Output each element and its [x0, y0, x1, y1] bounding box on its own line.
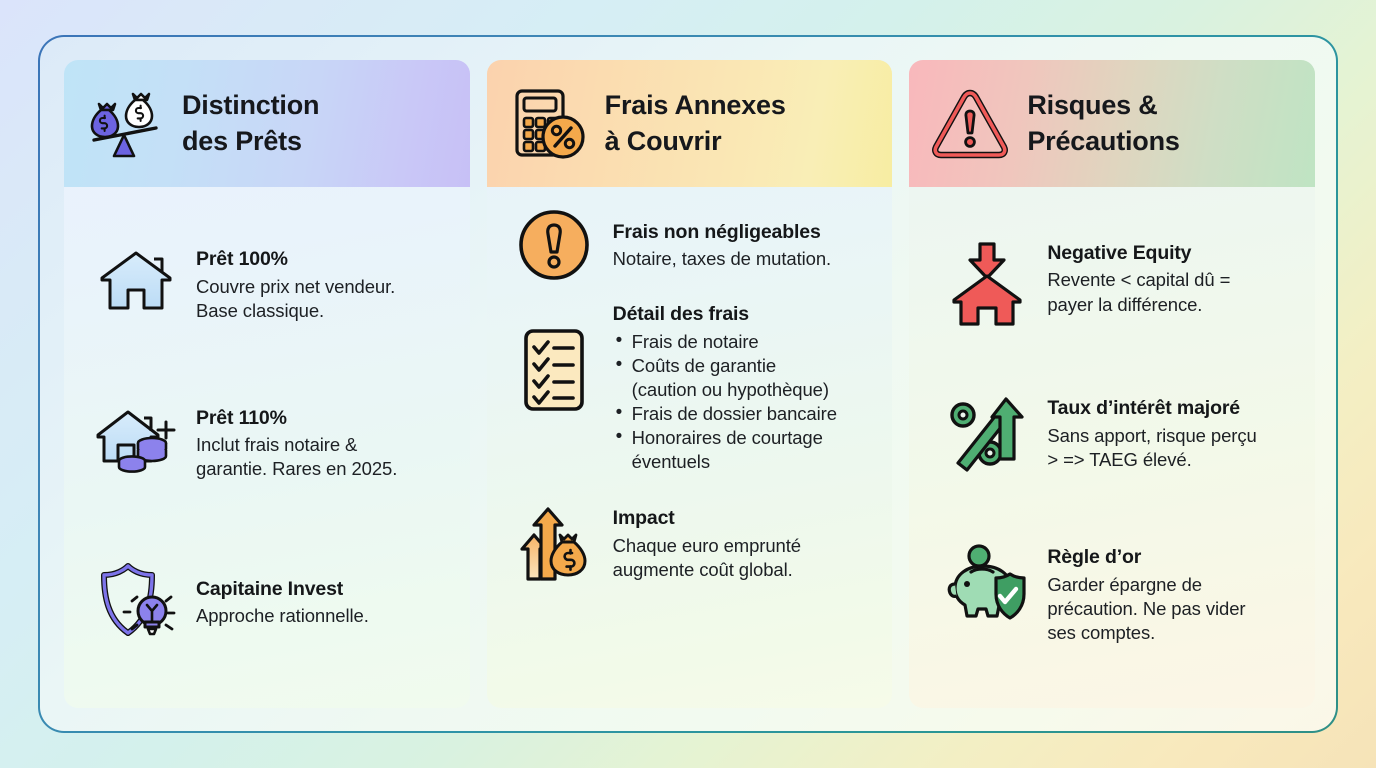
exclamation-circle-icon: [513, 207, 595, 283]
arrows-up-money-bag-icon: [513, 503, 595, 585]
card-title-3: Risques & Précautions: [1027, 88, 1180, 158]
card-content-2: Frais non négligeables Notaire, taxes de…: [487, 187, 893, 708]
card-title-2: Frais Annexes à Couvrir: [605, 88, 786, 158]
list-item-text: Règle d’or Garder épargne de précaution.…: [1047, 544, 1293, 645]
list-item-text: Prêt 110% Inclut frais notaire & garanti…: [196, 405, 448, 482]
list-item-title: Impact: [612, 507, 675, 530]
bullet-line: Honoraires de courtage: [631, 427, 823, 449]
list-item-desc: Garder épargne de précaution. Ne pas vid…: [1047, 573, 1293, 645]
list-item: Règle d’or Garder épargne de précaution.…: [931, 544, 1293, 645]
house-down-arrow-icon: [945, 240, 1029, 326]
desc-line: Chaque euro emprunté: [612, 534, 801, 556]
card-header-3: Risques & Précautions: [909, 60, 1316, 187]
list-item-bullet: Frais de notaire: [616, 329, 871, 354]
desc-line: Inclut frais notaire &: [196, 434, 358, 456]
list-item: Frais non négligeables Notaire, taxes de…: [509, 207, 871, 283]
list-item-title: Prêt 100%: [196, 247, 288, 270]
list-item: Negative Equity Revente < capital dû = p…: [931, 240, 1293, 326]
list-item-text: Impact Chaque euro emprunté augmente coû…: [613, 505, 871, 582]
desc-line: Base classique.: [196, 299, 325, 321]
list-item-desc: Approche rationnelle.: [196, 604, 448, 628]
list-item-text: Détail des frais Frais de notaire Coûts …: [613, 301, 871, 475]
list-item-text: Capitaine Invest Approche rationnelle.: [196, 576, 448, 629]
card-title-1-line1: Distinction: [182, 90, 320, 121]
list-item-title: Prêt 110%: [196, 406, 287, 429]
list-item-desc: Sans apport, risque perçu > => TAEG élev…: [1047, 424, 1293, 472]
money-bags-balance-scale-icon: [86, 85, 164, 163]
house-icon: [94, 246, 178, 316]
list-item-title: Détail des frais: [612, 303, 749, 325]
list-item-text: Prêt 100% Couvre prix net vendeur. Base …: [196, 246, 448, 323]
warning-triangle-icon: [931, 85, 1009, 163]
desc-line: augmente coût global.: [612, 559, 793, 581]
percent-up-arrow-icon: [945, 395, 1029, 475]
list-item: Taux d’intérêt majoré Sans apport, risqu…: [931, 395, 1293, 475]
list-item-title: Frais non négligeables: [612, 220, 821, 243]
list-item-bullet: Frais de dossier bancaire: [616, 401, 871, 426]
desc-line: > => TAEG élevé.: [1047, 448, 1192, 470]
card-title-2-line1: Frais Annexes: [604, 90, 786, 121]
desc-line: ses comptes.: [1047, 622, 1156, 644]
desc-line: précaution. Ne pas vider: [1047, 598, 1246, 620]
list-item-title: Negative Equity: [1047, 241, 1192, 264]
bullet-line: Frais de notaire: [631, 330, 759, 352]
bullet-line-cont: (caution ou hypothèque): [631, 379, 829, 401]
desc-line: Couvre prix net vendeur.: [196, 275, 396, 297]
piggy-bank-shield-icon: [945, 544, 1029, 624]
bullet-line-cont: éventuels: [631, 451, 710, 473]
list-item-desc: Chaque euro emprunté augmente coût globa…: [613, 534, 871, 582]
list-item: Prêt 100% Couvre prix net vendeur. Base …: [86, 246, 448, 323]
card-header-2: Frais Annexes à Couvrir: [486, 60, 893, 187]
card-title-1-line2: des Prêts: [182, 125, 302, 156]
list-item-bullet: Coûts de garantie (caution ou hypothèque…: [616, 353, 871, 402]
checklist-icon: [513, 301, 595, 413]
card-title-3-line1: Risques &: [1027, 90, 1158, 121]
list-item: Capitaine Invest Approche rationnelle.: [86, 563, 448, 641]
list-item: Détail des frais Frais de notaire Coûts …: [509, 301, 871, 475]
card-title-1: Distinction des Prêts: [182, 88, 319, 158]
card-frais-annexes-a-couvrir: Frais Annexes à Couvrir Frais non néglig: [486, 60, 893, 708]
desc-line: Notaire, taxes de mutation.: [612, 248, 832, 270]
desc-line: payer la différence.: [1047, 293, 1203, 315]
card-risques-et-precautions: Risques & Précautions Negative Equity: [909, 60, 1316, 708]
list-item-title: Taux d’intérêt majoré: [1047, 397, 1240, 420]
list-item: Prêt 110% Inclut frais notaire & garanti…: [86, 405, 448, 482]
list-item-title: Capitaine Invest: [196, 577, 344, 600]
list-item-desc: Inclut frais notaire & garantie. Rares e…: [196, 433, 448, 481]
bullet-line: Frais de dossier bancaire: [631, 403, 837, 425]
bullet-line: Coûts de garantie: [631, 354, 777, 376]
list-item-desc: Revente < capital dû = payer la différen…: [1047, 268, 1293, 316]
house-plus-coins-icon: [94, 405, 178, 481]
desc-line: Sans apport, risque perçu: [1047, 424, 1257, 446]
card-title-2-line2: à Couvrir: [604, 125, 722, 156]
calculator-percent-icon: [509, 85, 587, 163]
infographic-canvas: Distinction des Prêts: [40, 37, 1336, 731]
desc-line: Garder épargne de: [1047, 574, 1202, 596]
list-item-text: Taux d’intérêt majoré Sans apport, risqu…: [1047, 395, 1293, 472]
list-item-desc: Notaire, taxes de mutation.: [613, 247, 871, 271]
columns-container: Distinction des Prêts: [40, 37, 1336, 731]
list-item-text: Frais non négligeables Notaire, taxes de…: [613, 219, 871, 272]
list-item-text: Negative Equity Revente < capital dû = p…: [1047, 240, 1293, 317]
card-content-1: Prêt 100% Couvre prix net vendeur. Base …: [64, 187, 470, 708]
card-distinction-des-prets: Distinction des Prêts: [64, 60, 470, 708]
desc-line: Approche rationnelle.: [196, 605, 369, 627]
desc-line: garantie. Rares en 2025.: [196, 458, 398, 480]
card-title-3-line2: Précautions: [1027, 125, 1180, 156]
list-item: Impact Chaque euro emprunté augmente coû…: [509, 503, 871, 585]
card-content-3: Negative Equity Revente < capital dû = p…: [909, 187, 1315, 708]
card-header-1: Distinction des Prêts: [64, 60, 470, 187]
fees-bullet-list: Frais de notaire Coûts de garantie (caut…: [613, 329, 871, 475]
desc-line: Revente < capital dû =: [1047, 269, 1231, 291]
infographic-frame: Distinction des Prêts: [38, 35, 1338, 733]
shield-lightbulb-icon: [94, 563, 178, 641]
list-item-bullet: Honoraires de courtage éventuels: [616, 425, 871, 474]
list-item-desc: Couvre prix net vendeur. Base classique.: [196, 275, 448, 323]
list-item-title: Règle d’or: [1047, 546, 1142, 569]
